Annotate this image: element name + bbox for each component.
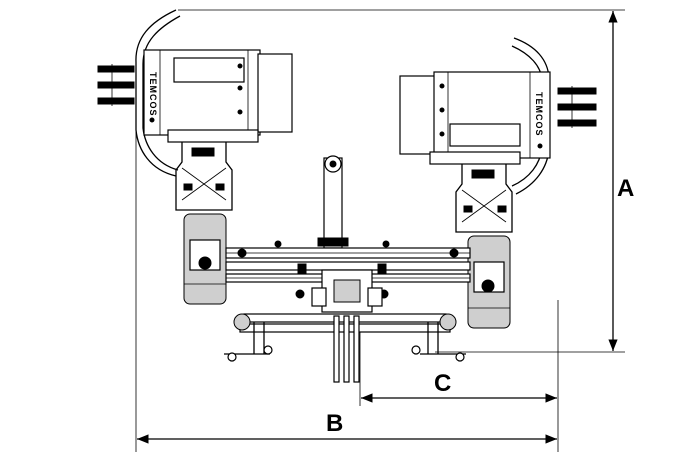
right-prongs	[557, 86, 597, 128]
center-frame	[224, 155, 471, 383]
center-prong-2	[343, 315, 350, 383]
right-motor-cap	[399, 75, 437, 155]
dimension-b-label: B	[326, 410, 343, 437]
main-beam-middle	[225, 261, 471, 271]
left-motor-cap	[257, 53, 293, 133]
left-motor-assembly: TEMCOS	[97, 9, 293, 305]
left-motor-base	[167, 129, 259, 143]
center-prong-3	[353, 315, 360, 383]
right-brand-text: TEMCOS	[534, 92, 544, 137]
right-bracket	[455, 164, 513, 233]
right-motor-base	[429, 151, 521, 165]
left-guard-rail-inner	[142, 15, 181, 171]
right-motor-window	[449, 123, 521, 147]
right-motor-assembly: TEMCOS	[399, 37, 597, 329]
dimension-c-label: C	[434, 370, 451, 397]
left-prongs	[97, 64, 135, 106]
left-bracket	[175, 142, 233, 211]
center-prong-1	[333, 315, 340, 383]
dimension-a-label: A	[617, 175, 634, 202]
left-motor-window	[173, 57, 245, 83]
left-brand-text: TEMCOS	[148, 72, 158, 117]
left-guard-rail	[135, 9, 177, 177]
